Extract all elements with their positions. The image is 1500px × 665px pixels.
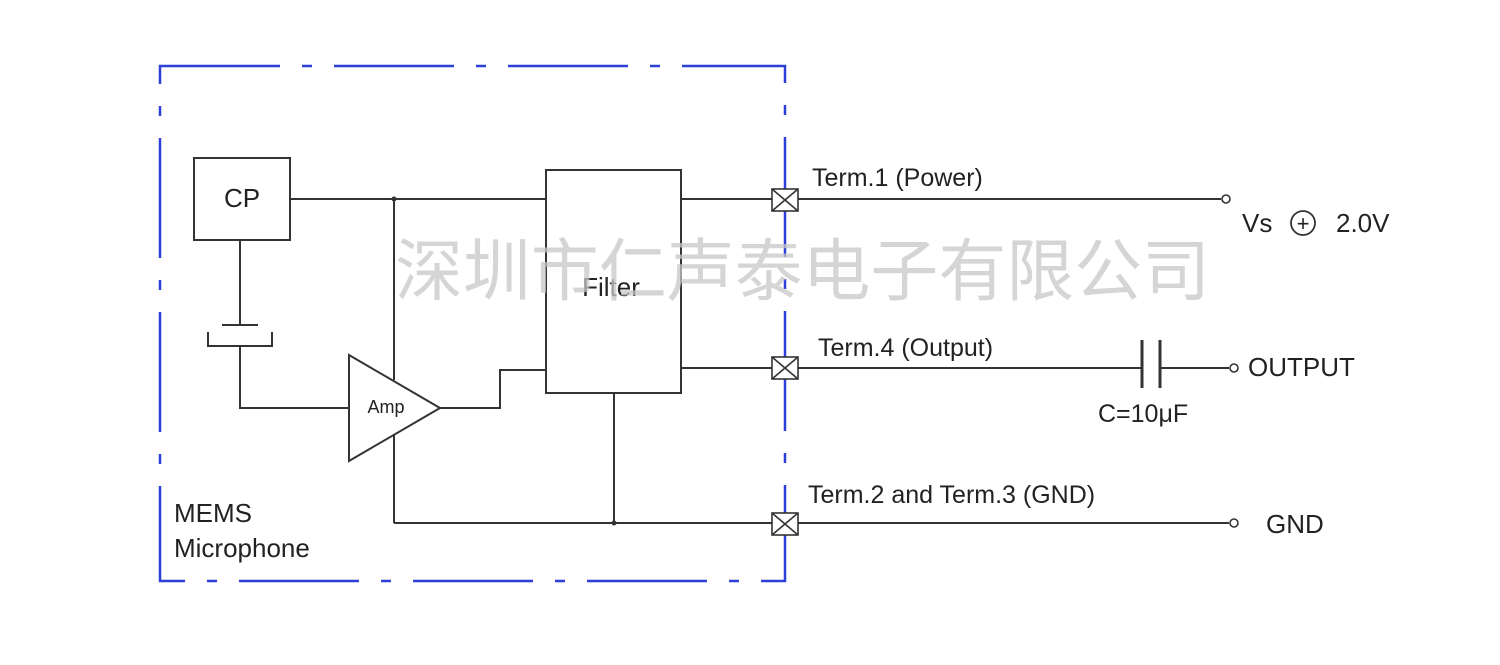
filter-block: Filter xyxy=(545,169,682,394)
terminal-4-box xyxy=(771,356,799,380)
junction-dot xyxy=(611,520,617,526)
amp-label: Amp xyxy=(367,397,404,417)
term4-label: Term.4 (Output) xyxy=(818,334,993,362)
term1-label: Term.1 (Power) xyxy=(812,164,983,192)
cp-label: CP xyxy=(224,183,260,213)
terminal-23-box xyxy=(771,512,799,536)
output-terminal-circle xyxy=(1229,363,1239,373)
vs-label: Vs xyxy=(1242,208,1272,238)
term23-label: Term.2 and Term.3 (GND) xyxy=(808,481,1095,509)
filter-label: Filter xyxy=(582,272,640,302)
internal-wiring xyxy=(290,198,773,524)
capacitor-label: C=10μF xyxy=(1098,400,1188,428)
vs-value: 2.0V xyxy=(1336,208,1390,238)
mems-enclosure-border xyxy=(158,64,787,583)
external-wiring xyxy=(798,198,1229,524)
mems-diaphragm-symbol xyxy=(207,240,349,409)
gnd-label: GND xyxy=(1266,509,1324,539)
output-capacitor-symbol xyxy=(1140,340,1162,388)
mems-label-line2: Microphone xyxy=(174,533,310,563)
output-label: OUTPUT xyxy=(1248,352,1355,382)
company-watermark: 深圳市仁声泰电子有限公司 xyxy=(395,233,1210,312)
junction-dot xyxy=(391,196,397,202)
vs-terminal-circle xyxy=(1221,194,1231,204)
gnd-terminal-circle xyxy=(1229,518,1239,528)
plus-symbol: + xyxy=(1297,211,1310,236)
plus-circle-icon: + xyxy=(1290,210,1316,236)
mems-label-line1: MEMS xyxy=(174,498,252,528)
cp-block: CP xyxy=(193,157,291,241)
terminal-1-box xyxy=(771,188,799,212)
